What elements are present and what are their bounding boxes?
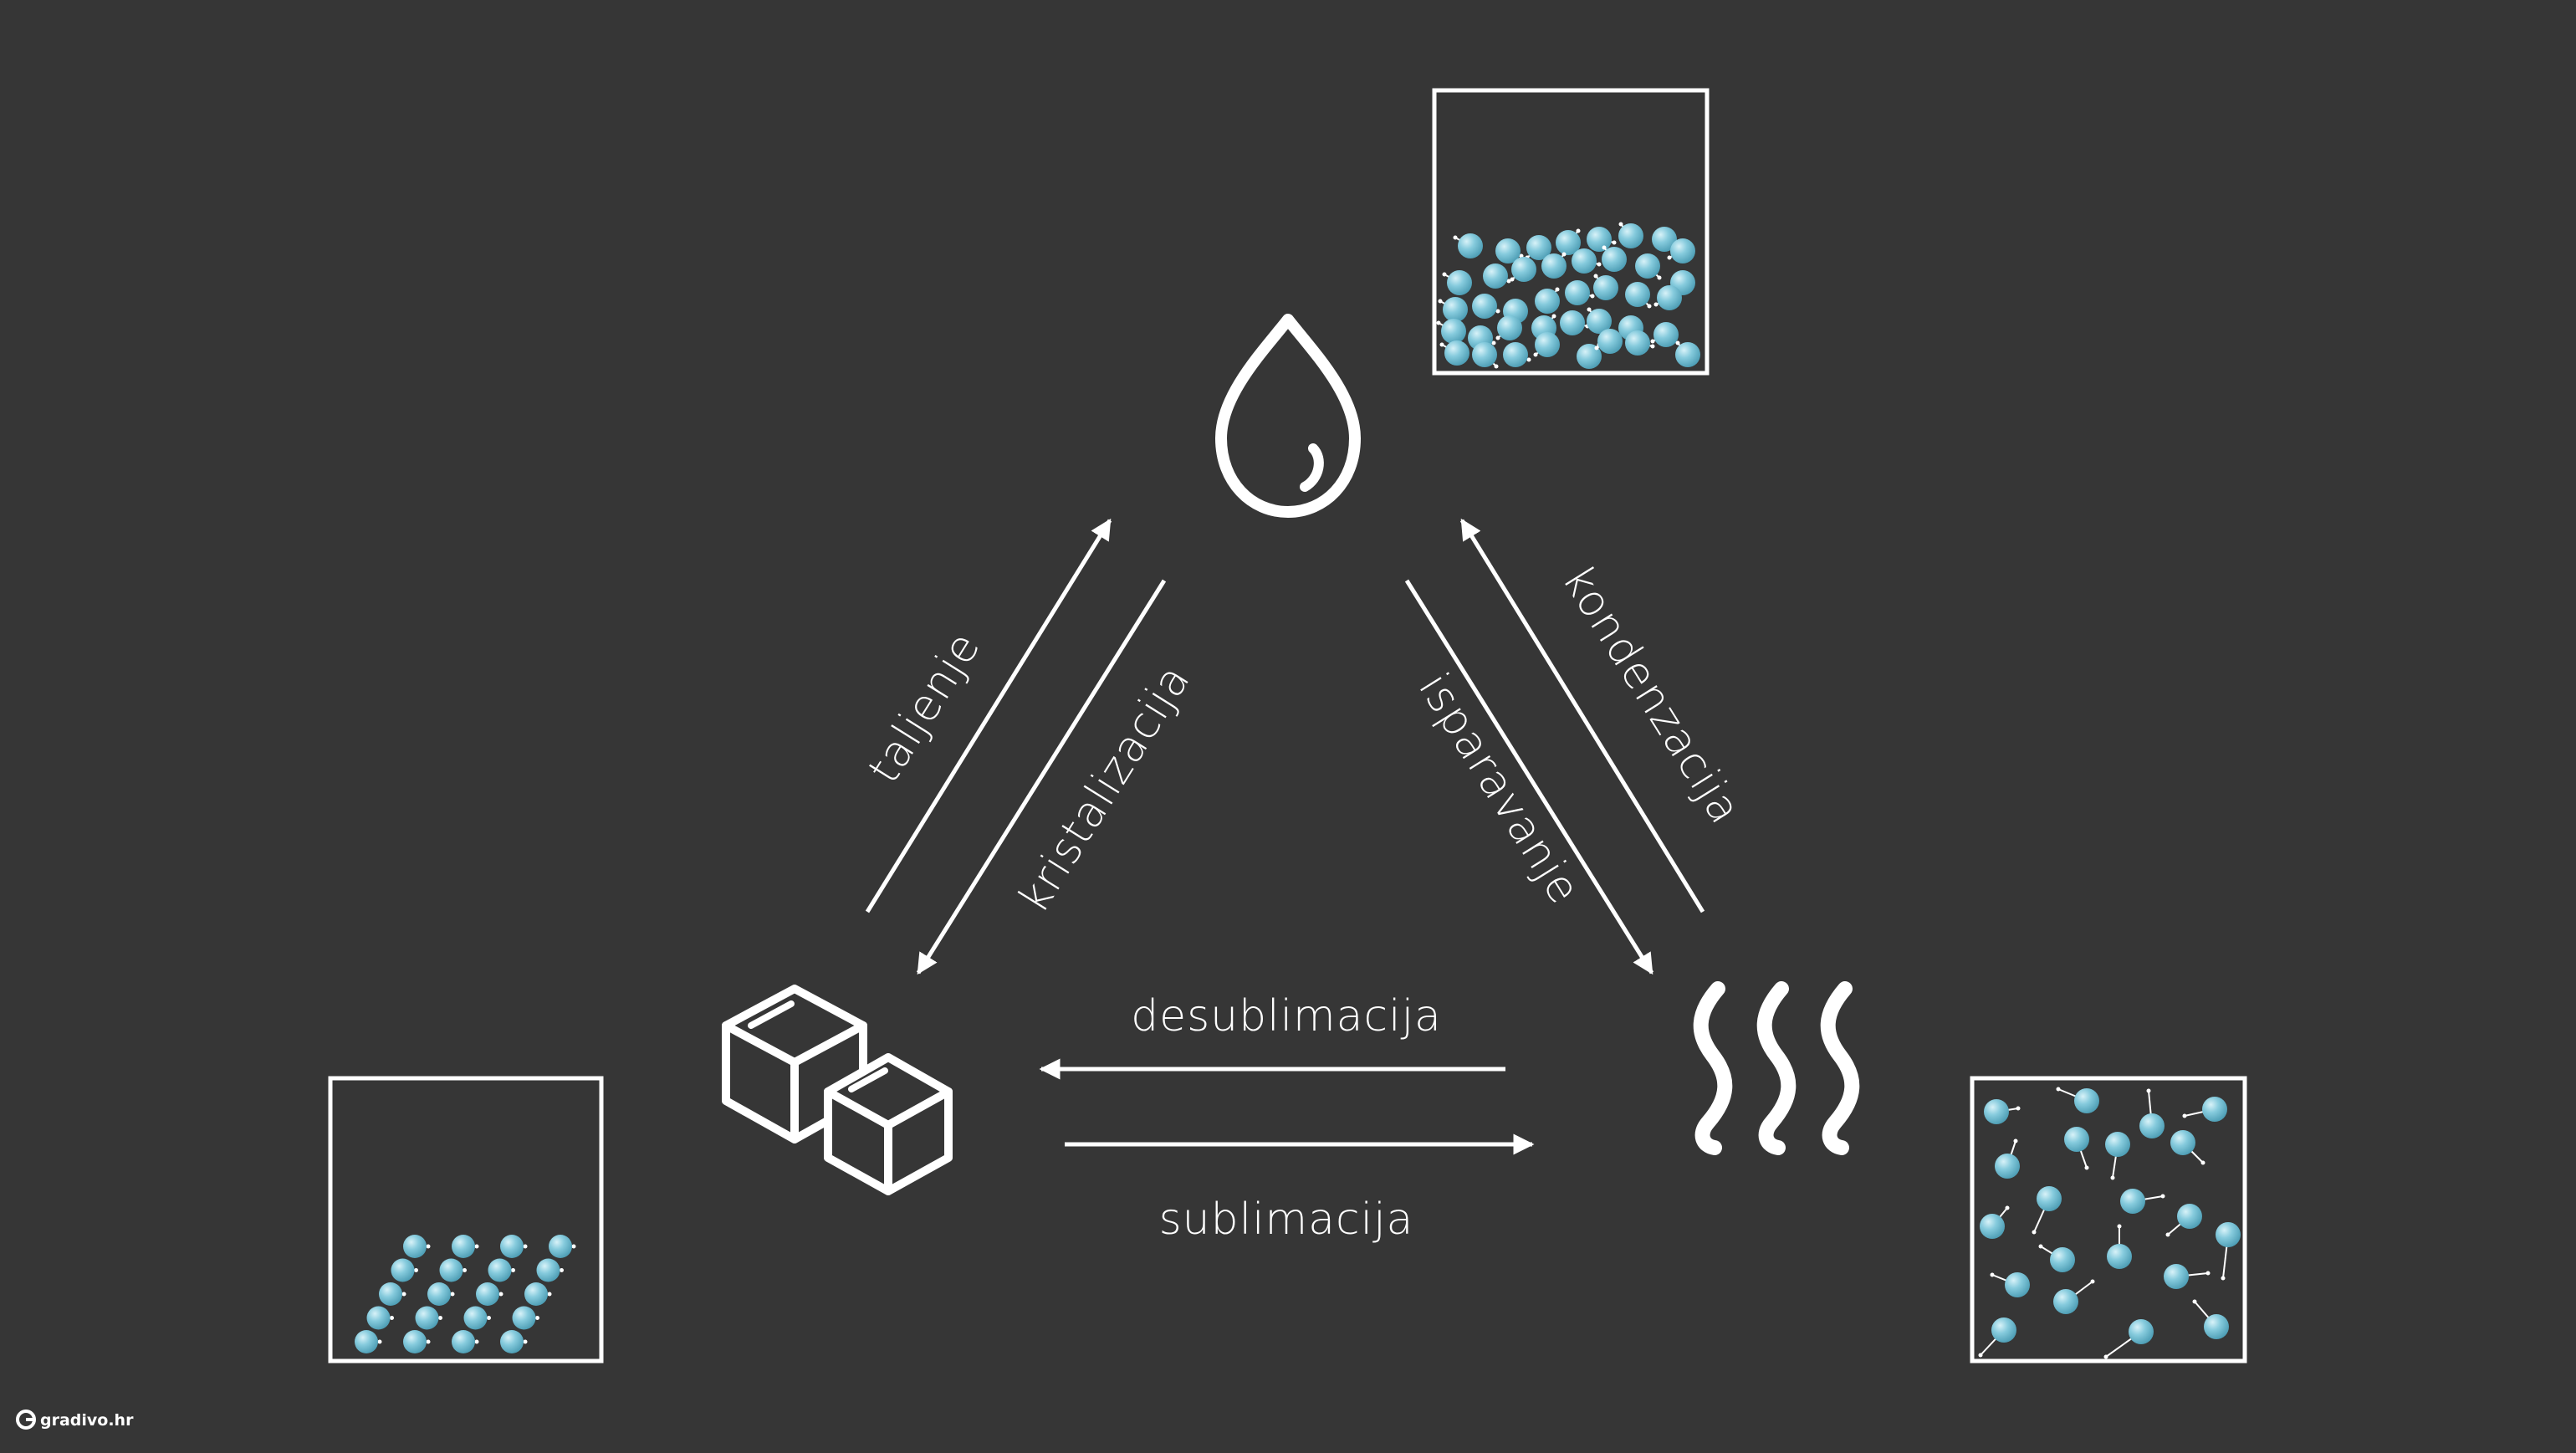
particle bbox=[1572, 248, 1602, 274]
particle bbox=[500, 1330, 528, 1353]
particle bbox=[452, 1330, 479, 1353]
particle bbox=[1565, 280, 1595, 305]
liquid-particles-box bbox=[1432, 88, 1710, 376]
particle bbox=[2182, 1097, 2227, 1122]
condensation-label: kondenzacija bbox=[1552, 557, 1751, 833]
particle bbox=[500, 1235, 528, 1258]
particle bbox=[391, 1258, 418, 1282]
particle bbox=[2164, 1264, 2211, 1289]
particle bbox=[488, 1258, 515, 1282]
particle bbox=[1495, 315, 1522, 340]
particle bbox=[1990, 1272, 2030, 1297]
particle bbox=[1438, 297, 1468, 322]
particle bbox=[1650, 322, 1679, 347]
particle bbox=[403, 1235, 431, 1258]
gradivo-logo-icon bbox=[16, 1410, 36, 1430]
particle bbox=[1675, 340, 1700, 367]
melting-arrow bbox=[865, 518, 1112, 913]
water-drop-icon bbox=[1215, 314, 1361, 518]
particle bbox=[1503, 342, 1531, 367]
particle bbox=[1978, 1317, 2016, 1358]
particle bbox=[1618, 222, 1643, 248]
particle bbox=[2139, 1088, 2165, 1138]
particle bbox=[1436, 319, 1466, 344]
brand-name: gradivo.hr bbox=[40, 1411, 134, 1430]
particle bbox=[524, 1282, 552, 1306]
particle bbox=[2032, 1186, 2062, 1235]
particle bbox=[1587, 227, 1617, 252]
particle bbox=[1980, 1205, 2010, 1239]
particle bbox=[1442, 270, 1472, 295]
particle bbox=[403, 1330, 431, 1353]
particle bbox=[452, 1235, 479, 1258]
particle bbox=[439, 1258, 467, 1282]
crystallization-arrow bbox=[916, 579, 1167, 975]
particle bbox=[1625, 282, 1652, 309]
particle bbox=[415, 1306, 442, 1330]
particle bbox=[2192, 1299, 2229, 1339]
particle bbox=[1510, 257, 1536, 282]
evaporation-label: isparavanje bbox=[1408, 665, 1590, 913]
particle bbox=[1667, 238, 1695, 263]
particle bbox=[1556, 228, 1581, 255]
particle bbox=[1984, 1099, 2021, 1124]
particle bbox=[2053, 1279, 2095, 1314]
particle bbox=[1535, 287, 1560, 314]
particle bbox=[1533, 332, 1560, 357]
deposition-label: desublimacija bbox=[1131, 991, 1442, 1041]
particle bbox=[1453, 233, 1483, 258]
vapor-waves-icon bbox=[1693, 981, 1860, 1155]
particle bbox=[1602, 245, 1627, 272]
gas-particles-box bbox=[1970, 1076, 2247, 1363]
particle bbox=[2064, 1127, 2089, 1170]
particle bbox=[427, 1282, 455, 1306]
particle bbox=[1472, 342, 1499, 369]
particle bbox=[1495, 238, 1524, 263]
crystallization-label: kristalizacija bbox=[1009, 656, 1200, 921]
sublimation-label: sublimacija bbox=[1159, 1195, 1414, 1245]
condensation-arrow bbox=[1459, 518, 1705, 913]
particle bbox=[379, 1282, 406, 1306]
evaporation-arrow bbox=[1404, 579, 1654, 975]
particle bbox=[1593, 274, 1618, 300]
particle bbox=[2107, 1224, 2132, 1269]
particle bbox=[2216, 1222, 2241, 1281]
particle bbox=[463, 1306, 491, 1330]
solid-particles-box bbox=[328, 1076, 604, 1363]
particle bbox=[2120, 1189, 2165, 1214]
particle bbox=[2038, 1244, 2075, 1272]
particle bbox=[512, 1306, 539, 1330]
particle bbox=[536, 1258, 564, 1282]
particle bbox=[366, 1306, 394, 1330]
particle bbox=[549, 1235, 576, 1258]
particle bbox=[2170, 1130, 2205, 1165]
particle bbox=[1653, 285, 1682, 310]
particle bbox=[1483, 263, 1511, 289]
particle bbox=[2105, 1132, 2130, 1180]
particle bbox=[1594, 329, 1623, 354]
particle bbox=[1439, 340, 1469, 366]
ice-cubes-icon bbox=[722, 985, 953, 1195]
particle bbox=[2056, 1087, 2099, 1113]
particle bbox=[1587, 307, 1612, 334]
particle bbox=[355, 1330, 382, 1353]
particle bbox=[1625, 330, 1655, 356]
particle bbox=[1541, 252, 1567, 279]
brand-logo: gradivo.hr bbox=[16, 1410, 134, 1430]
particle bbox=[1995, 1138, 2020, 1179]
particle bbox=[2165, 1204, 2202, 1237]
particle bbox=[476, 1282, 503, 1306]
melting-label: taljenje bbox=[859, 623, 990, 792]
particle bbox=[1472, 294, 1500, 319]
particle bbox=[2103, 1319, 2154, 1359]
particle bbox=[1560, 310, 1590, 335]
particle bbox=[1635, 253, 1662, 280]
